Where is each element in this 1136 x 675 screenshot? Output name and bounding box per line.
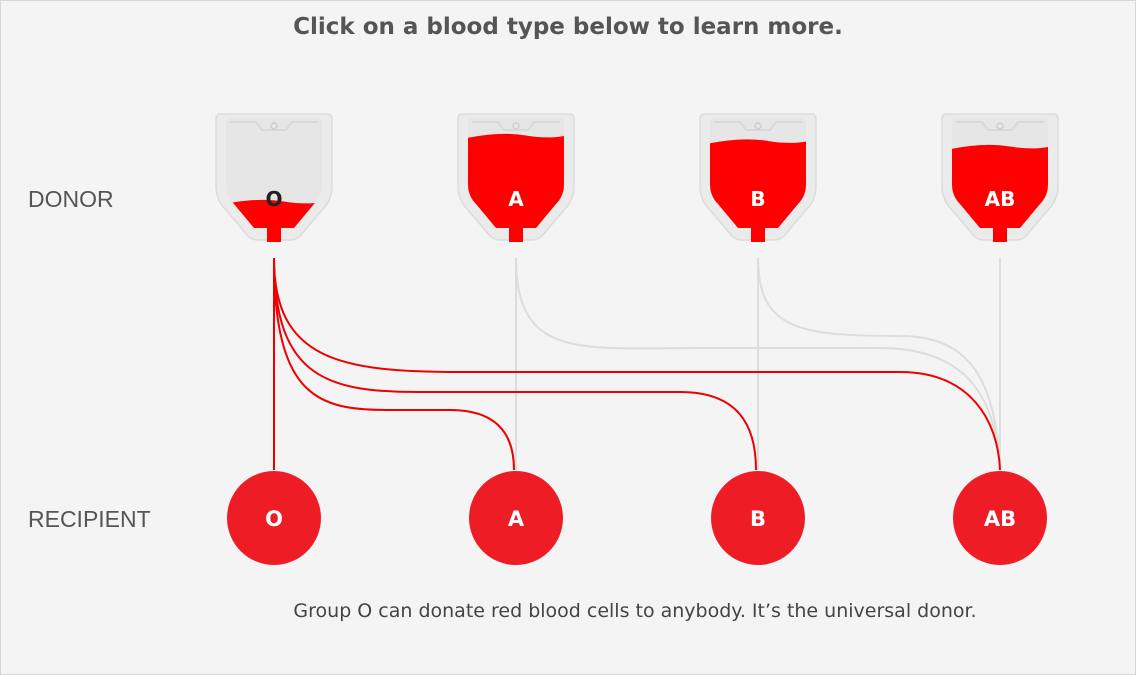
recipient-label: B <box>750 507 766 531</box>
bag-spout <box>509 228 523 242</box>
recipient-circle-o[interactable]: O <box>227 471 321 565</box>
recipient-circle-ab[interactable]: AB <box>953 471 1047 565</box>
bag-hanger-hole <box>270 122 278 130</box>
inactive-connections <box>515 257 1001 471</box>
recipient-circle-shape <box>227 471 321 565</box>
active-connections <box>273 257 1001 471</box>
bag-handle <box>714 121 802 131</box>
bag-spout <box>751 228 765 242</box>
recipient-label: O <box>265 507 283 531</box>
bag-handle <box>472 121 560 131</box>
donor-bag-b[interactable]: B <box>698 113 818 248</box>
bag-spout <box>993 228 1007 242</box>
bag-label: A <box>508 187 524 211</box>
recipient-label: A <box>508 507 525 531</box>
recipient-circle-a[interactable]: A <box>469 471 563 565</box>
recipient-row-label: RECIPIENT <box>28 506 151 532</box>
bag-hanger-hole <box>512 122 520 130</box>
bag-hanger-hole <box>754 122 762 130</box>
bag-hanger-hole <box>996 122 1004 130</box>
info-caption: Group O can donate red blood cells to an… <box>293 600 977 622</box>
instruction-heading: Click on a blood type below to learn mor… <box>293 14 843 40</box>
bag-label: AB <box>985 187 1016 211</box>
connection-b-to-ab <box>757 257 1001 471</box>
connection-o-to-ab <box>273 257 1001 471</box>
connection-a-to-ab <box>515 257 1001 471</box>
bag-handle <box>956 121 1044 131</box>
donor-bag-a[interactable]: A <box>456 113 576 248</box>
bag-label: B <box>750 187 765 211</box>
bag-handle <box>230 121 318 131</box>
bag-fill-o <box>226 198 322 228</box>
bag-spout <box>267 228 281 242</box>
connection-o-to-b <box>273 257 757 471</box>
recipient-circle-shape <box>953 471 1047 565</box>
donor-bag-ab[interactable]: AB <box>940 113 1060 248</box>
donor-row-label: DONOR <box>28 186 114 212</box>
recipient-circle-b[interactable]: B <box>711 471 805 565</box>
connection-o-to-a <box>273 257 515 471</box>
recipient-circle-shape <box>711 471 805 565</box>
bag-label: O <box>265 187 282 211</box>
donor-bag-o[interactable]: O <box>214 113 334 248</box>
recipient-label: AB <box>984 507 1016 531</box>
recipient-circle-shape <box>469 471 563 565</box>
